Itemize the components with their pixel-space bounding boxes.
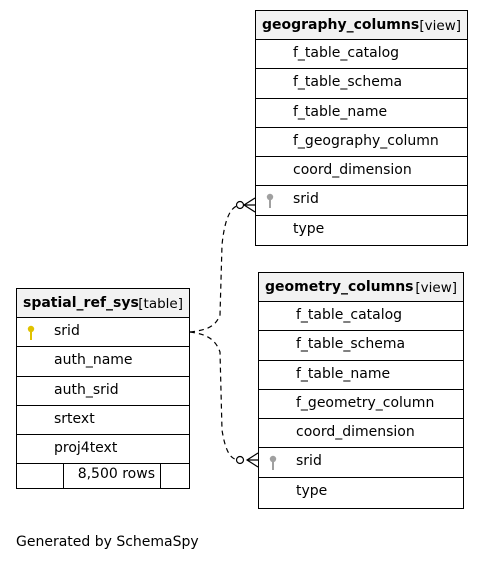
column-row[interactable]: f_table_catalog [259,302,463,332]
table-header: geography_columns [view] [256,11,467,40]
column-row[interactable]: coord_dimension [256,157,467,187]
table-header: spatial_ref_sys [table] [17,289,189,318]
column-row[interactable]: type [256,216,467,245]
column-name: coord_dimension [296,424,415,441]
table-geography-columns[interactable]: geography_columns [view] f_table_catalog… [255,10,468,246]
primary-key-icon [27,325,35,340]
crows-foot [245,452,259,468]
table-kind: [table] [138,296,183,312]
column-name: auth_srid [54,381,119,398]
column-name: f_table_catalog [293,45,400,61]
column-name: f_geometry_column [296,394,435,411]
column-row[interactable]: f_table_catalog [256,40,467,70]
column-name: srtext [54,410,95,427]
column-name: type [293,220,325,237]
column-row[interactable]: coord_dimension [259,419,463,449]
column-row[interactable]: srtext [17,406,189,436]
column-name: srid [293,191,319,208]
table-kind: [view] [415,280,457,296]
column-row[interactable]: f_geography_column [256,128,467,158]
column-name: f_table_catalog [296,307,403,323]
column-name: srid [296,453,322,470]
generated-by-credit: Generated by SchemaSpy [16,534,199,550]
column-name: type [296,482,328,499]
column-name: f_geography_column [293,132,439,149]
table-name: spatial_ref_sys [23,295,139,311]
table-header: geometry_columns [view] [259,273,463,302]
relationship-line-geography [189,204,241,333]
foreign-key-icon [266,194,274,209]
column-row[interactable]: srid [259,448,463,478]
column-row[interactable]: auth_name [17,347,189,377]
table-spatial-ref-sys[interactable]: spatial_ref_sys [table] srid auth_name a… [16,288,190,489]
column-row[interactable]: srid [17,318,189,348]
column-row[interactable]: proj4text [17,435,189,465]
column-name: f_table_name [296,365,391,382]
row-count-cell: 8,500 rows [63,464,161,489]
table-kind: [view] [419,18,461,34]
column-row[interactable]: f_table_schema [256,69,467,99]
column-name: srid [54,323,80,339]
column-name: auth_name [54,352,133,369]
relationship-line-geometry [189,331,241,461]
column-name: proj4text [54,440,118,457]
column-row[interactable]: f_table_name [256,99,467,128]
column-row[interactable]: f_geometry_column [259,390,463,420]
column-row[interactable]: f_table_schema [259,331,463,361]
zero-or-many-circle [235,200,245,210]
table-name: geography_columns [262,17,420,33]
column-name: coord_dimension [293,162,412,179]
column-name: f_table_schema [293,74,403,91]
table-name: geometry_columns [265,279,414,295]
column-row[interactable]: srid [256,186,467,216]
column-row[interactable]: f_table_name [259,361,463,390]
row-count-row: 8,500 rows [17,464,189,489]
column-name: f_table_schema [296,336,406,353]
column-name: f_table_name [293,103,388,120]
column-row[interactable]: type [259,478,463,507]
table-geometry-columns[interactable]: geometry_columns [view] f_table_catalog … [258,272,464,509]
column-row[interactable]: auth_srid [17,377,189,406]
crows-foot [242,197,256,213]
zero-or-many-circle [235,455,245,465]
row-count: 8,500 rows [77,466,155,483]
foreign-key-icon [269,456,277,471]
